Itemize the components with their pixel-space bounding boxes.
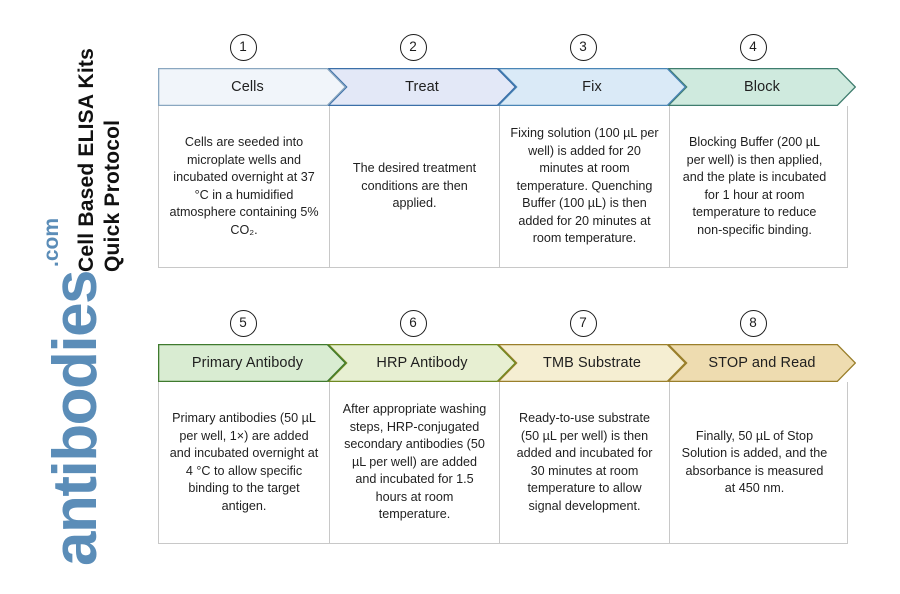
step-number-badge-7: 7	[569, 310, 597, 337]
step-description-1: Cells are seeded into microplate wells a…	[159, 106, 329, 267]
chevron-shape-icon	[668, 68, 856, 106]
step-description-5: Primary antibodies (50 µL per well, 1×) …	[159, 382, 329, 543]
step-header-row: Cells Treat Fix Block	[158, 68, 856, 106]
step-label-2: Treat	[405, 79, 439, 95]
step-label-1: Cells	[231, 79, 264, 95]
brand-tld: .com	[40, 217, 63, 267]
step-label-8: STOP and Read	[708, 355, 816, 371]
step-chevron-1[interactable]: Cells	[158, 68, 346, 106]
step-number-row: 1 2 3 4	[158, 34, 848, 68]
step-description-text: Primary antibodies (50 µL per well, 1×) …	[169, 411, 319, 513]
chevron-shape-icon	[158, 344, 346, 382]
step-description-text: After appropriate washing steps, HRP-con…	[342, 402, 487, 522]
chevron-shape-icon	[498, 344, 686, 382]
step-description-2: The desired treatment conditions are the…	[329, 106, 499, 267]
step-chevron-6[interactable]: HRP Antibody	[328, 344, 516, 382]
step-number-badge-1: 1	[229, 34, 257, 61]
step-label-6: HRP Antibody	[376, 355, 468, 371]
step-label-5: Primary Antibody	[191, 355, 304, 371]
step-chevron-2[interactable]: Treat	[328, 68, 516, 106]
step-description-text: The desired treatment conditions are the…	[352, 161, 477, 211]
step-number-badge-6: 6	[399, 310, 427, 337]
step-label-7: TMB Substrate	[543, 355, 641, 371]
step-description-4: Blocking Buffer (200 µL per well) is the…	[669, 106, 839, 267]
step-description-6: After appropriate washing steps, HRP-con…	[329, 382, 499, 543]
step-number-badge-3: 3	[569, 34, 597, 61]
protocol-row-2: 5 6 7 8 Primary Antibody HRP Antibody TMB S…	[158, 310, 856, 544]
step-description-3: Fixing solution (100 µL per well) is add…	[499, 106, 669, 267]
step-number-badge-2: 2	[399, 34, 427, 61]
step-chevron-7[interactable]: TMB Substrate	[498, 344, 686, 382]
step-description-row: Primary antibodies (50 µL per well, 1×) …	[158, 382, 848, 544]
chevron-shape-icon	[668, 344, 856, 382]
step-chevron-5[interactable]: Primary Antibody	[158, 344, 346, 382]
step-description-text: Fixing solution (100 µL per well) is add…	[510, 126, 659, 246]
step-number-badge-4: 4	[739, 34, 767, 61]
brand-logo: antibodies .com	[40, 218, 111, 566]
step-description-text: Ready-to-use substrate (50 µL per well) …	[516, 411, 653, 513]
step-header-row: Primary Antibody HRP Antibody TMB Substr…	[158, 344, 856, 382]
step-number-row: 5 6 7 8	[158, 310, 848, 344]
step-chevron-3[interactable]: Fix	[498, 68, 686, 106]
step-description-text: Cells are seeded into microplate wells a…	[169, 135, 319, 237]
step-description-text: Blocking Buffer (200 µL per well) is the…	[682, 135, 827, 237]
step-description-row: Cells are seeded into microplate wells a…	[158, 106, 848, 268]
chevron-shape-icon	[498, 68, 686, 106]
step-description-8: Finally, 50 µL of Stop Solution is added…	[669, 382, 839, 543]
chevron-shape-icon	[158, 68, 346, 106]
step-description-7: Ready-to-use substrate (50 µL per well) …	[499, 382, 669, 543]
step-label-4: Block	[744, 79, 780, 95]
step-chevron-4[interactable]: Block	[668, 68, 856, 106]
step-chevron-8[interactable]: STOP and Read	[668, 344, 856, 382]
step-description-text: Finally, 50 µL of Stop Solution is added…	[681, 428, 828, 496]
step-number-badge-8: 8	[739, 310, 767, 337]
step-number-badge-5: 5	[229, 310, 257, 337]
chevron-shape-icon	[328, 344, 516, 382]
chevron-shape-icon	[328, 68, 516, 106]
brand-name: antibodies	[41, 270, 110, 566]
step-label-3: Fix	[582, 79, 602, 95]
